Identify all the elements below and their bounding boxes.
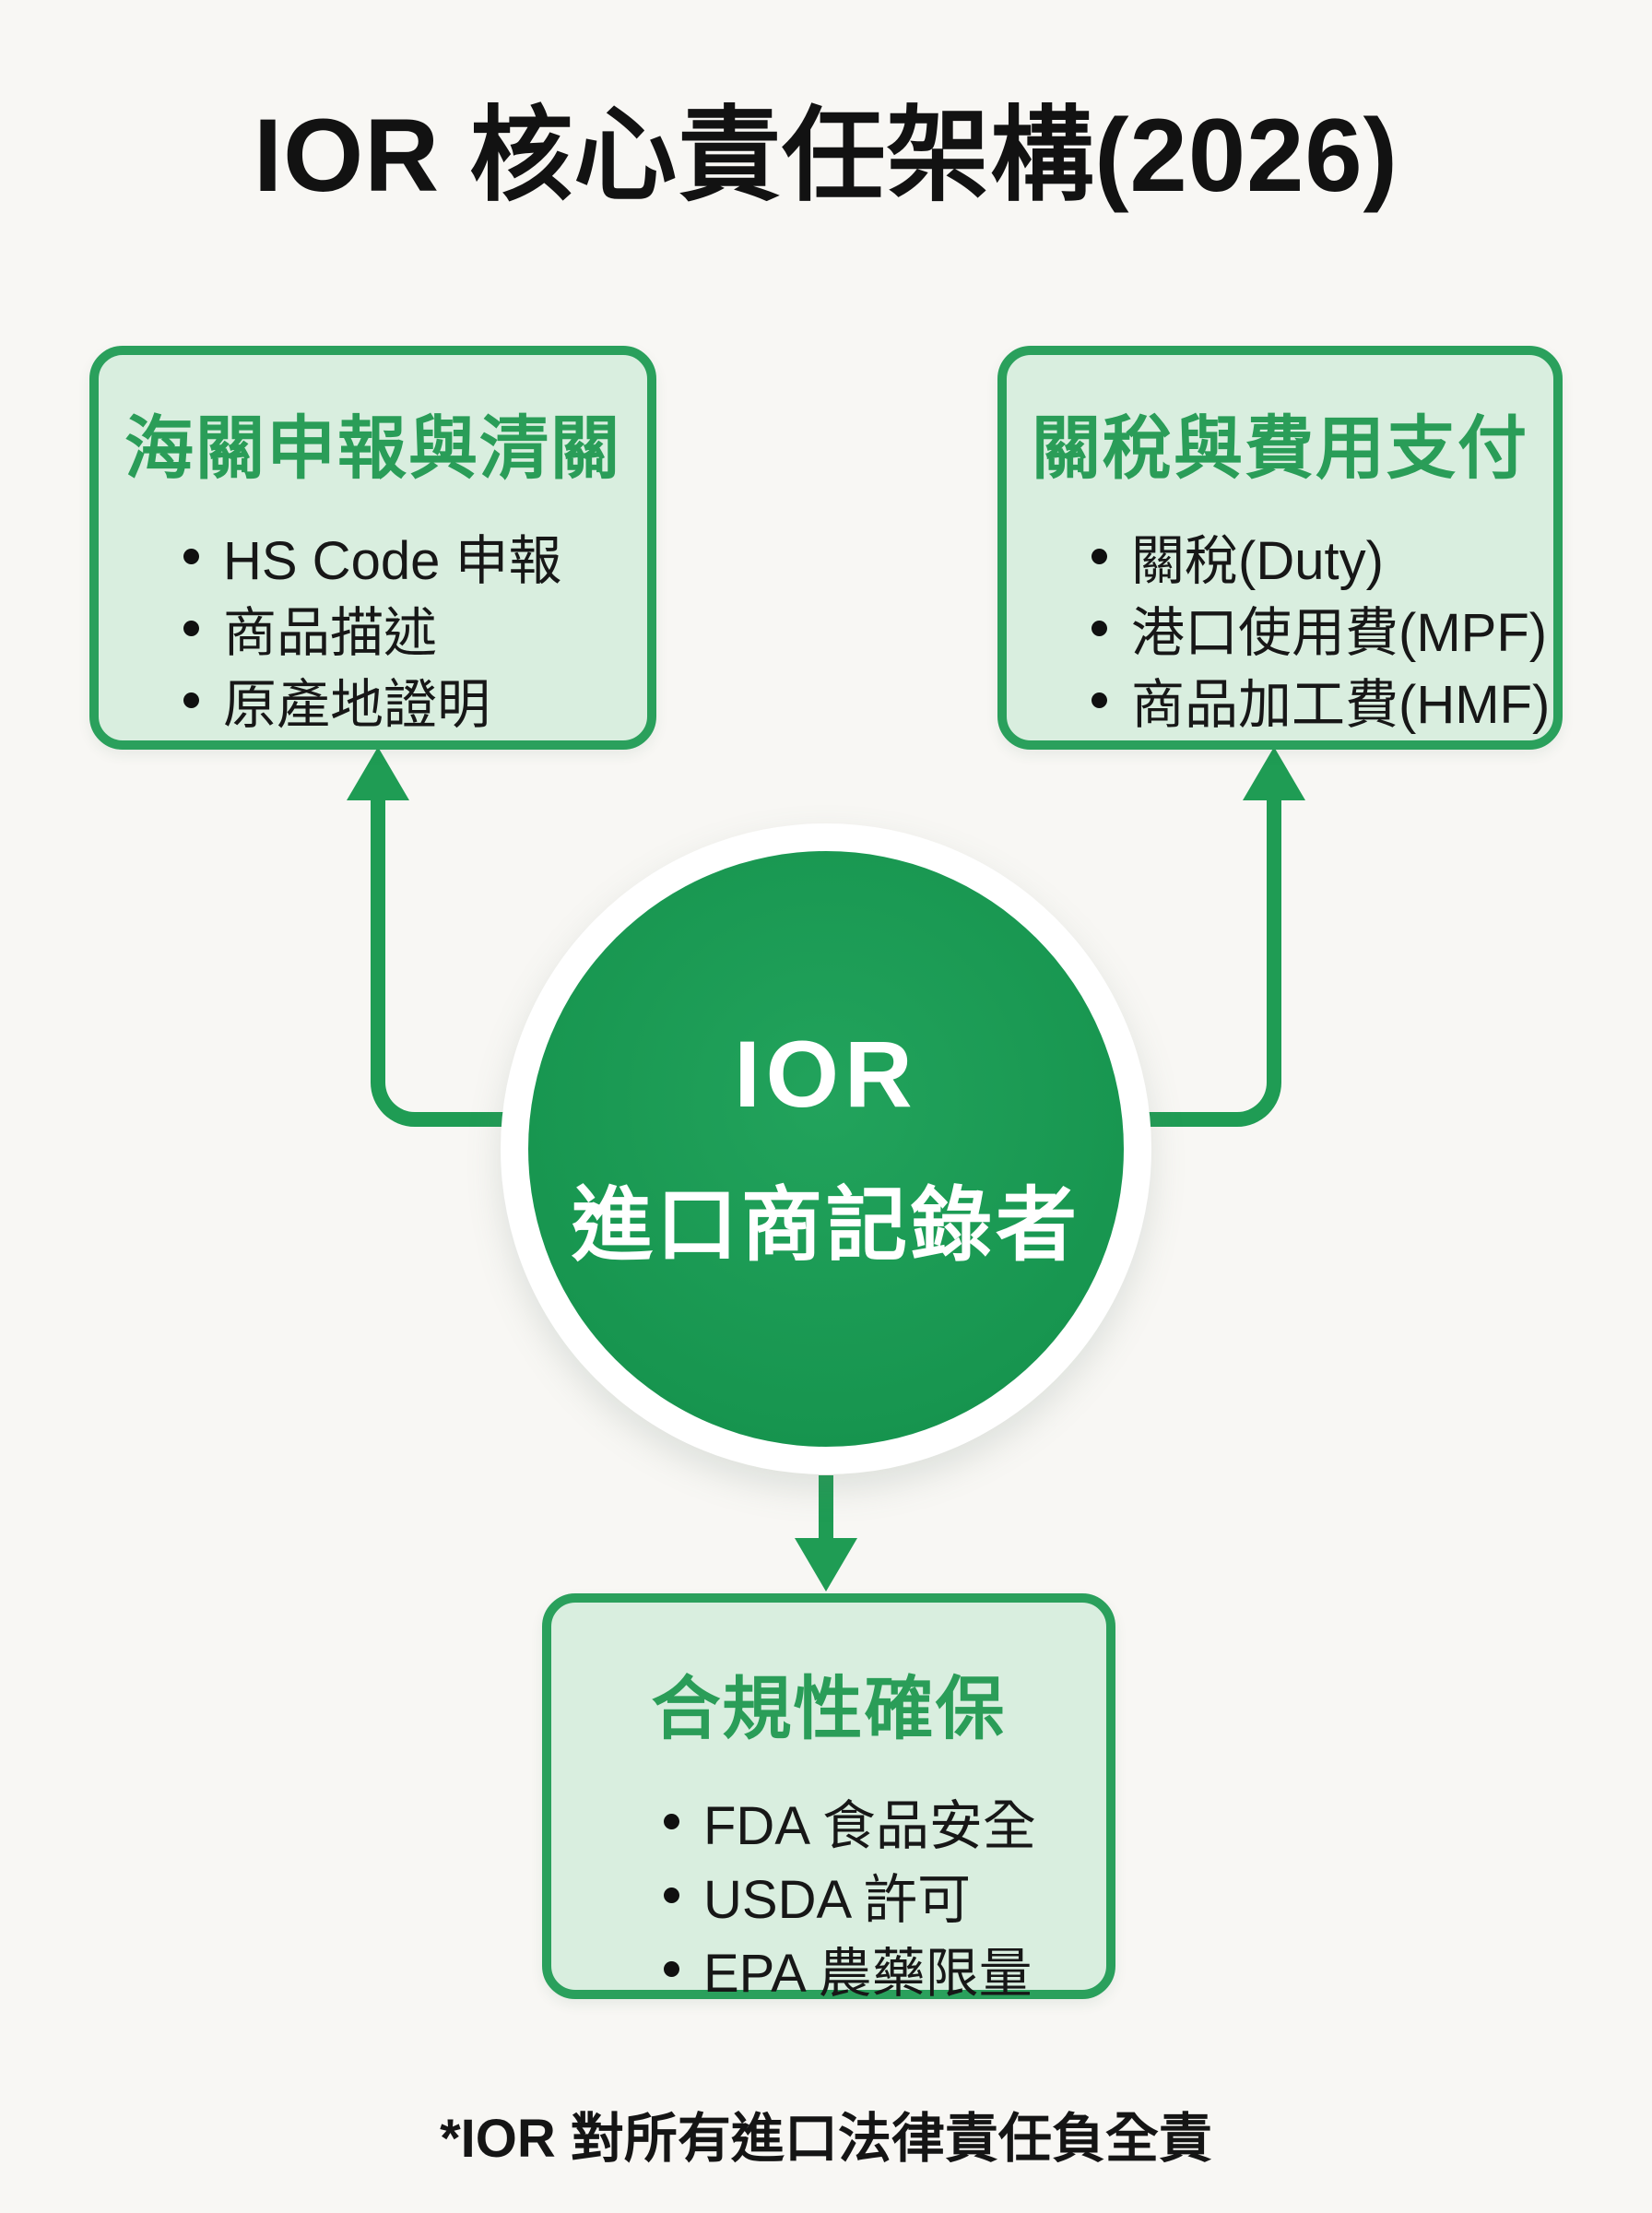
list-item: 關稅(Duty) (1092, 520, 1544, 592)
list-item: 商品加工費(HMF) (1092, 664, 1550, 736)
list-item-label: 商品加工費(HMF) (1131, 675, 1551, 735)
list-item-label: 關稅(Duty) (1131, 531, 1384, 591)
box-fees: 關稅與費用支付 關稅(Duty) 港口使用費(MPF) 商品加工費(HMF) (997, 346, 1563, 750)
list-item: USDA 許可 (664, 1858, 1097, 1932)
box-customs-list: HS Code 申報 商品描述 原產地證明 (99, 520, 647, 736)
bullet-dot (664, 1887, 679, 1903)
list-item-label: EPA 農藥限量 (703, 1944, 1032, 2004)
bullet-dot (183, 548, 199, 564)
list-item-label: FDA 食品安全 (703, 1796, 1036, 1856)
list-item: FDA 食品安全 (664, 1784, 1097, 1858)
bullet-dot (664, 1960, 679, 1977)
list-item-label: 港口使用費(MPF) (1131, 603, 1548, 663)
box-compliance: 合規性確保 FDA 食品安全 USDA 許可 EPA 農藥限量 (542, 1593, 1115, 2004)
list-item-label: HS Code 申報 (223, 531, 562, 591)
list-item: 港口使用費(MPF) (1092, 592, 1548, 664)
connector-down-stem (819, 1475, 833, 1545)
bullet-dot (183, 692, 199, 708)
footnote: *IOR 對所有進口法律責任負全責 (440, 2109, 1212, 2169)
box-customs: 海關申報與清關 HS Code 申報 商品描述 原產地證明 (89, 346, 656, 750)
center-node-ring: IOR 進口商記錄者 (501, 823, 1151, 1474)
list-item: 商品描述 (183, 592, 638, 664)
center-node: IOR 進口商記錄者 (528, 851, 1124, 1447)
center-node-label: 進口商記錄者 (571, 1179, 1080, 1271)
list-item-label: 原產地證明 (223, 675, 491, 735)
center-node-acronym: IOR (734, 1022, 918, 1127)
bullet-dot (1092, 692, 1107, 708)
list-item: 原產地證明 (183, 664, 638, 736)
arrowhead-up-right-icon (1243, 747, 1305, 800)
bullet-dot (664, 1813, 679, 1829)
box-fees-title: 關稅與費用支付 (1031, 409, 1528, 487)
box-compliance-title: 合規性確保 (651, 1670, 1007, 1747)
list-item: EPA 農藥限量 (664, 1932, 1097, 2006)
box-customs-title: 海關申報與清關 (124, 409, 621, 487)
connector-left-elbow (371, 797, 529, 1127)
arrowhead-down-icon (795, 1538, 857, 1592)
box-compliance-list: FDA 食品安全 USDA 許可 EPA 農藥限量 (551, 1784, 1106, 2006)
bullet-dot (1092, 548, 1107, 564)
page-title: IOR 核心責任架構(2026) (254, 98, 1398, 213)
connector-right-elbow (1123, 797, 1281, 1127)
bullet-dot (1092, 620, 1107, 636)
bullet-dot (183, 620, 199, 636)
list-item-label: USDA 許可 (703, 1870, 972, 1930)
arrowhead-up-left-icon (347, 747, 409, 800)
list-item: HS Code 申報 (183, 520, 638, 592)
box-fees-list: 關稅(Duty) 港口使用費(MPF) 商品加工費(HMF) (1007, 520, 1553, 736)
list-item-label: 商品描述 (223, 603, 438, 663)
